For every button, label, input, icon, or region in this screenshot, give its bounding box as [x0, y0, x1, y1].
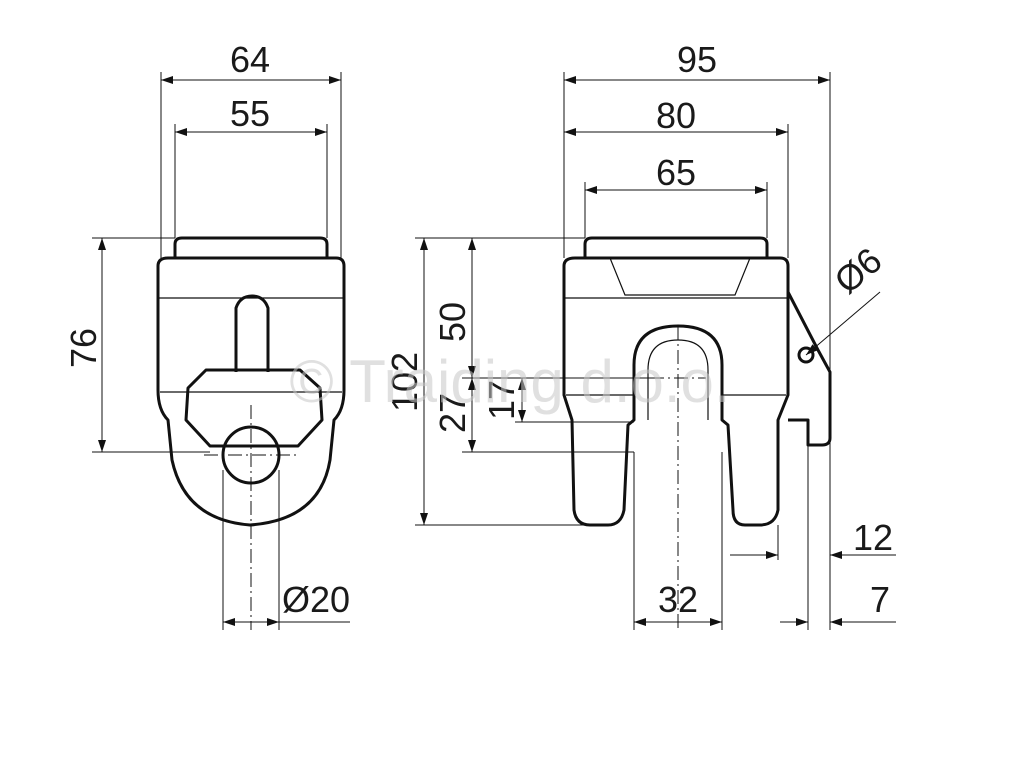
front-recess: [184, 368, 324, 448]
dim-slot-width: 32: [658, 579, 698, 620]
side-flange: [786, 291, 832, 447]
watermark: © Traiding d.o.o.: [289, 348, 730, 415]
side-top-recess: [609, 257, 751, 296]
dim-front-width-outer: 64: [230, 39, 270, 80]
dim-front-width-inner: 55: [230, 93, 270, 134]
dim-side-height-total: 102: [384, 352, 425, 412]
side-dimensions: 95 80 65 102 50 27 17 Ø6 12: [384, 39, 896, 630]
dim-side-height-slot: 17: [481, 380, 522, 420]
front-rib: [234, 294, 270, 372]
dim-side-height-lower: 27: [432, 393, 473, 433]
side-top-cap: [583, 236, 769, 258]
dim-side-width-overall: 95: [677, 39, 717, 80]
front-top-cap: [173, 236, 329, 258]
dim-side-width-body: 80: [656, 95, 696, 136]
dim-side-width-top: 65: [656, 152, 696, 193]
dim-flange-offset: 12: [853, 517, 893, 558]
front-view: [156, 236, 346, 630]
dim-front-hole-diameter: Ø20: [282, 579, 350, 620]
side-view: [562, 236, 832, 630]
dim-line-d6: [805, 291, 881, 356]
dim-front-height: 76: [63, 328, 104, 368]
dim-side-height-upper: 50: [432, 302, 473, 342]
front-body-outline: [156, 256, 346, 527]
dim-flange-thickness: 7: [870, 579, 890, 620]
front-dimensions: 64 55 76 Ø20: [63, 39, 350, 630]
